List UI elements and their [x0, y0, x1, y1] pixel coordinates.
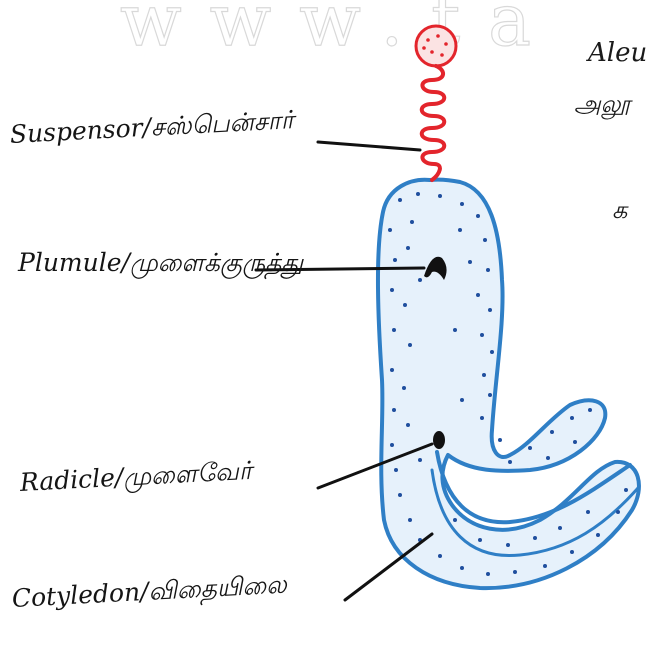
edge-text-aleurone: Aleu — [588, 38, 647, 68]
edge-text-tamil-1: அலூ — [574, 90, 630, 121]
label-plumule: Plumule/முளைக்குருத்து — [18, 248, 303, 281]
radicle-mark — [433, 431, 445, 449]
suspensor-coil — [422, 66, 445, 180]
leader-suspensor — [318, 142, 420, 150]
embryo-body — [378, 180, 639, 588]
suspensor-cell — [416, 26, 456, 66]
edge-text-tamil-2: க — [612, 196, 627, 227]
